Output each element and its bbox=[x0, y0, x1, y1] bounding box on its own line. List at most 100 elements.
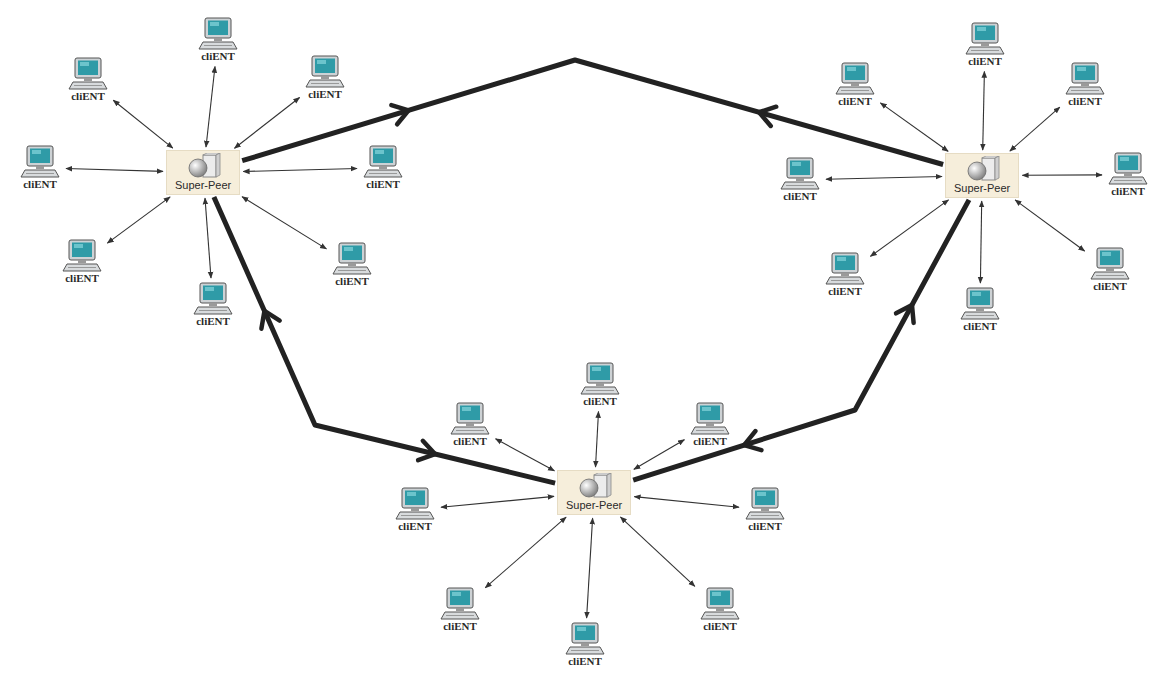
client-node: cliENT bbox=[17, 144, 63, 192]
connector-line bbox=[66, 169, 163, 172]
client-node: cliENT bbox=[697, 586, 743, 634]
client-label: cliENT bbox=[783, 191, 817, 203]
computer-icon bbox=[395, 487, 435, 521]
client-label: cliENT bbox=[1111, 186, 1145, 198]
computer-icon bbox=[700, 587, 740, 621]
connector-line bbox=[826, 177, 942, 180]
client-link bbox=[596, 412, 599, 468]
client-link bbox=[826, 177, 942, 180]
client-label: cliENT bbox=[65, 273, 99, 285]
computer-icon bbox=[960, 287, 1000, 321]
client-label: cliENT bbox=[693, 436, 727, 448]
connector-line bbox=[587, 518, 593, 618]
client-label: cliENT bbox=[1093, 281, 1127, 293]
client-node: cliENT bbox=[360, 144, 406, 192]
client-link bbox=[587, 518, 593, 618]
client-node: cliENT bbox=[957, 286, 1003, 334]
client-link bbox=[242, 197, 326, 249]
computer-icon bbox=[198, 17, 238, 51]
connector-line bbox=[596, 412, 599, 468]
client-node: cliENT bbox=[59, 238, 105, 286]
client-node: cliENT bbox=[447, 401, 493, 449]
client-label: cliENT bbox=[196, 316, 230, 328]
computer-icon bbox=[450, 402, 490, 436]
connector-line bbox=[980, 201, 981, 283]
computer-icon bbox=[62, 239, 102, 273]
computer-icon bbox=[1108, 152, 1148, 186]
client-label: cliENT bbox=[23, 179, 57, 191]
client-link bbox=[66, 169, 163, 172]
client-node: cliENT bbox=[195, 16, 241, 64]
client-label: cliENT bbox=[201, 51, 235, 63]
client-node: cliENT bbox=[822, 251, 868, 299]
connector-line bbox=[242, 197, 326, 249]
super-peer-label: Super-Peer bbox=[175, 179, 231, 191]
client-link bbox=[980, 201, 981, 283]
client-node: cliENT bbox=[832, 61, 878, 109]
connector-line bbox=[243, 169, 357, 172]
client-label: cliENT bbox=[583, 396, 617, 408]
computer-icon bbox=[690, 402, 730, 436]
computer-icon bbox=[835, 62, 875, 96]
ring-arrowhead bbox=[261, 311, 279, 329]
connector-line bbox=[113, 100, 173, 148]
client-link bbox=[205, 198, 211, 278]
client-link bbox=[496, 439, 555, 471]
server-icon bbox=[960, 156, 1004, 182]
connector-line bbox=[1015, 200, 1085, 251]
client-node: cliENT bbox=[577, 361, 623, 409]
computer-icon bbox=[965, 22, 1005, 56]
super-peer-link bbox=[214, 197, 555, 483]
client-node: cliENT bbox=[1105, 151, 1151, 199]
computer-icon bbox=[1090, 247, 1130, 281]
client-link bbox=[870, 200, 948, 257]
ring-arrowhead bbox=[896, 305, 914, 323]
client-label: cliENT bbox=[308, 89, 342, 101]
client-node: cliENT bbox=[1087, 246, 1133, 294]
connector-line bbox=[983, 72, 985, 151]
client-node: cliENT bbox=[687, 401, 733, 449]
client-node: cliENT bbox=[742, 486, 788, 534]
client-node: cliENT bbox=[1062, 61, 1108, 109]
connector-line bbox=[1010, 107, 1060, 151]
computer-icon bbox=[363, 145, 403, 179]
computer-icon bbox=[580, 362, 620, 396]
computer-icon bbox=[440, 587, 480, 621]
computer-icon bbox=[20, 145, 60, 179]
client-label: cliENT bbox=[1068, 96, 1102, 108]
computer-icon bbox=[780, 157, 820, 191]
computer-icon bbox=[825, 252, 865, 286]
client-node: cliENT bbox=[65, 56, 111, 104]
client-link bbox=[243, 169, 357, 172]
super-peer-label: Super-Peer bbox=[954, 182, 1010, 194]
client-link bbox=[983, 72, 985, 151]
server-icon bbox=[572, 473, 616, 499]
client-label: cliENT bbox=[828, 286, 862, 298]
connector-line bbox=[485, 517, 566, 588]
connector-line bbox=[621, 517, 695, 586]
client-node: cliENT bbox=[437, 586, 483, 634]
client-node: cliENT bbox=[329, 241, 375, 289]
ring-arrowhead bbox=[391, 105, 408, 124]
client-link bbox=[206, 67, 215, 148]
connector-line bbox=[107, 197, 170, 243]
super-peer-box: Super-Peer bbox=[557, 470, 631, 515]
connector-line bbox=[205, 198, 211, 278]
client-link bbox=[485, 517, 566, 588]
client-link bbox=[107, 197, 170, 243]
connector-line bbox=[496, 439, 555, 471]
client-link bbox=[1010, 107, 1060, 151]
client-label: cliENT bbox=[568, 656, 602, 668]
client-label: cliENT bbox=[443, 621, 477, 633]
super-peer-box: Super-Peer bbox=[945, 153, 1019, 198]
client-label: cliENT bbox=[335, 276, 369, 288]
super-peer-link bbox=[242, 60, 943, 165]
connector-line bbox=[870, 200, 948, 257]
connector-line bbox=[235, 98, 300, 149]
client-node: cliENT bbox=[562, 621, 608, 669]
connector-line bbox=[214, 197, 555, 483]
computer-icon bbox=[305, 55, 345, 89]
client-label: cliENT bbox=[963, 321, 997, 333]
super-peer-box: Super-Peer bbox=[166, 150, 240, 195]
client-link bbox=[113, 100, 173, 148]
